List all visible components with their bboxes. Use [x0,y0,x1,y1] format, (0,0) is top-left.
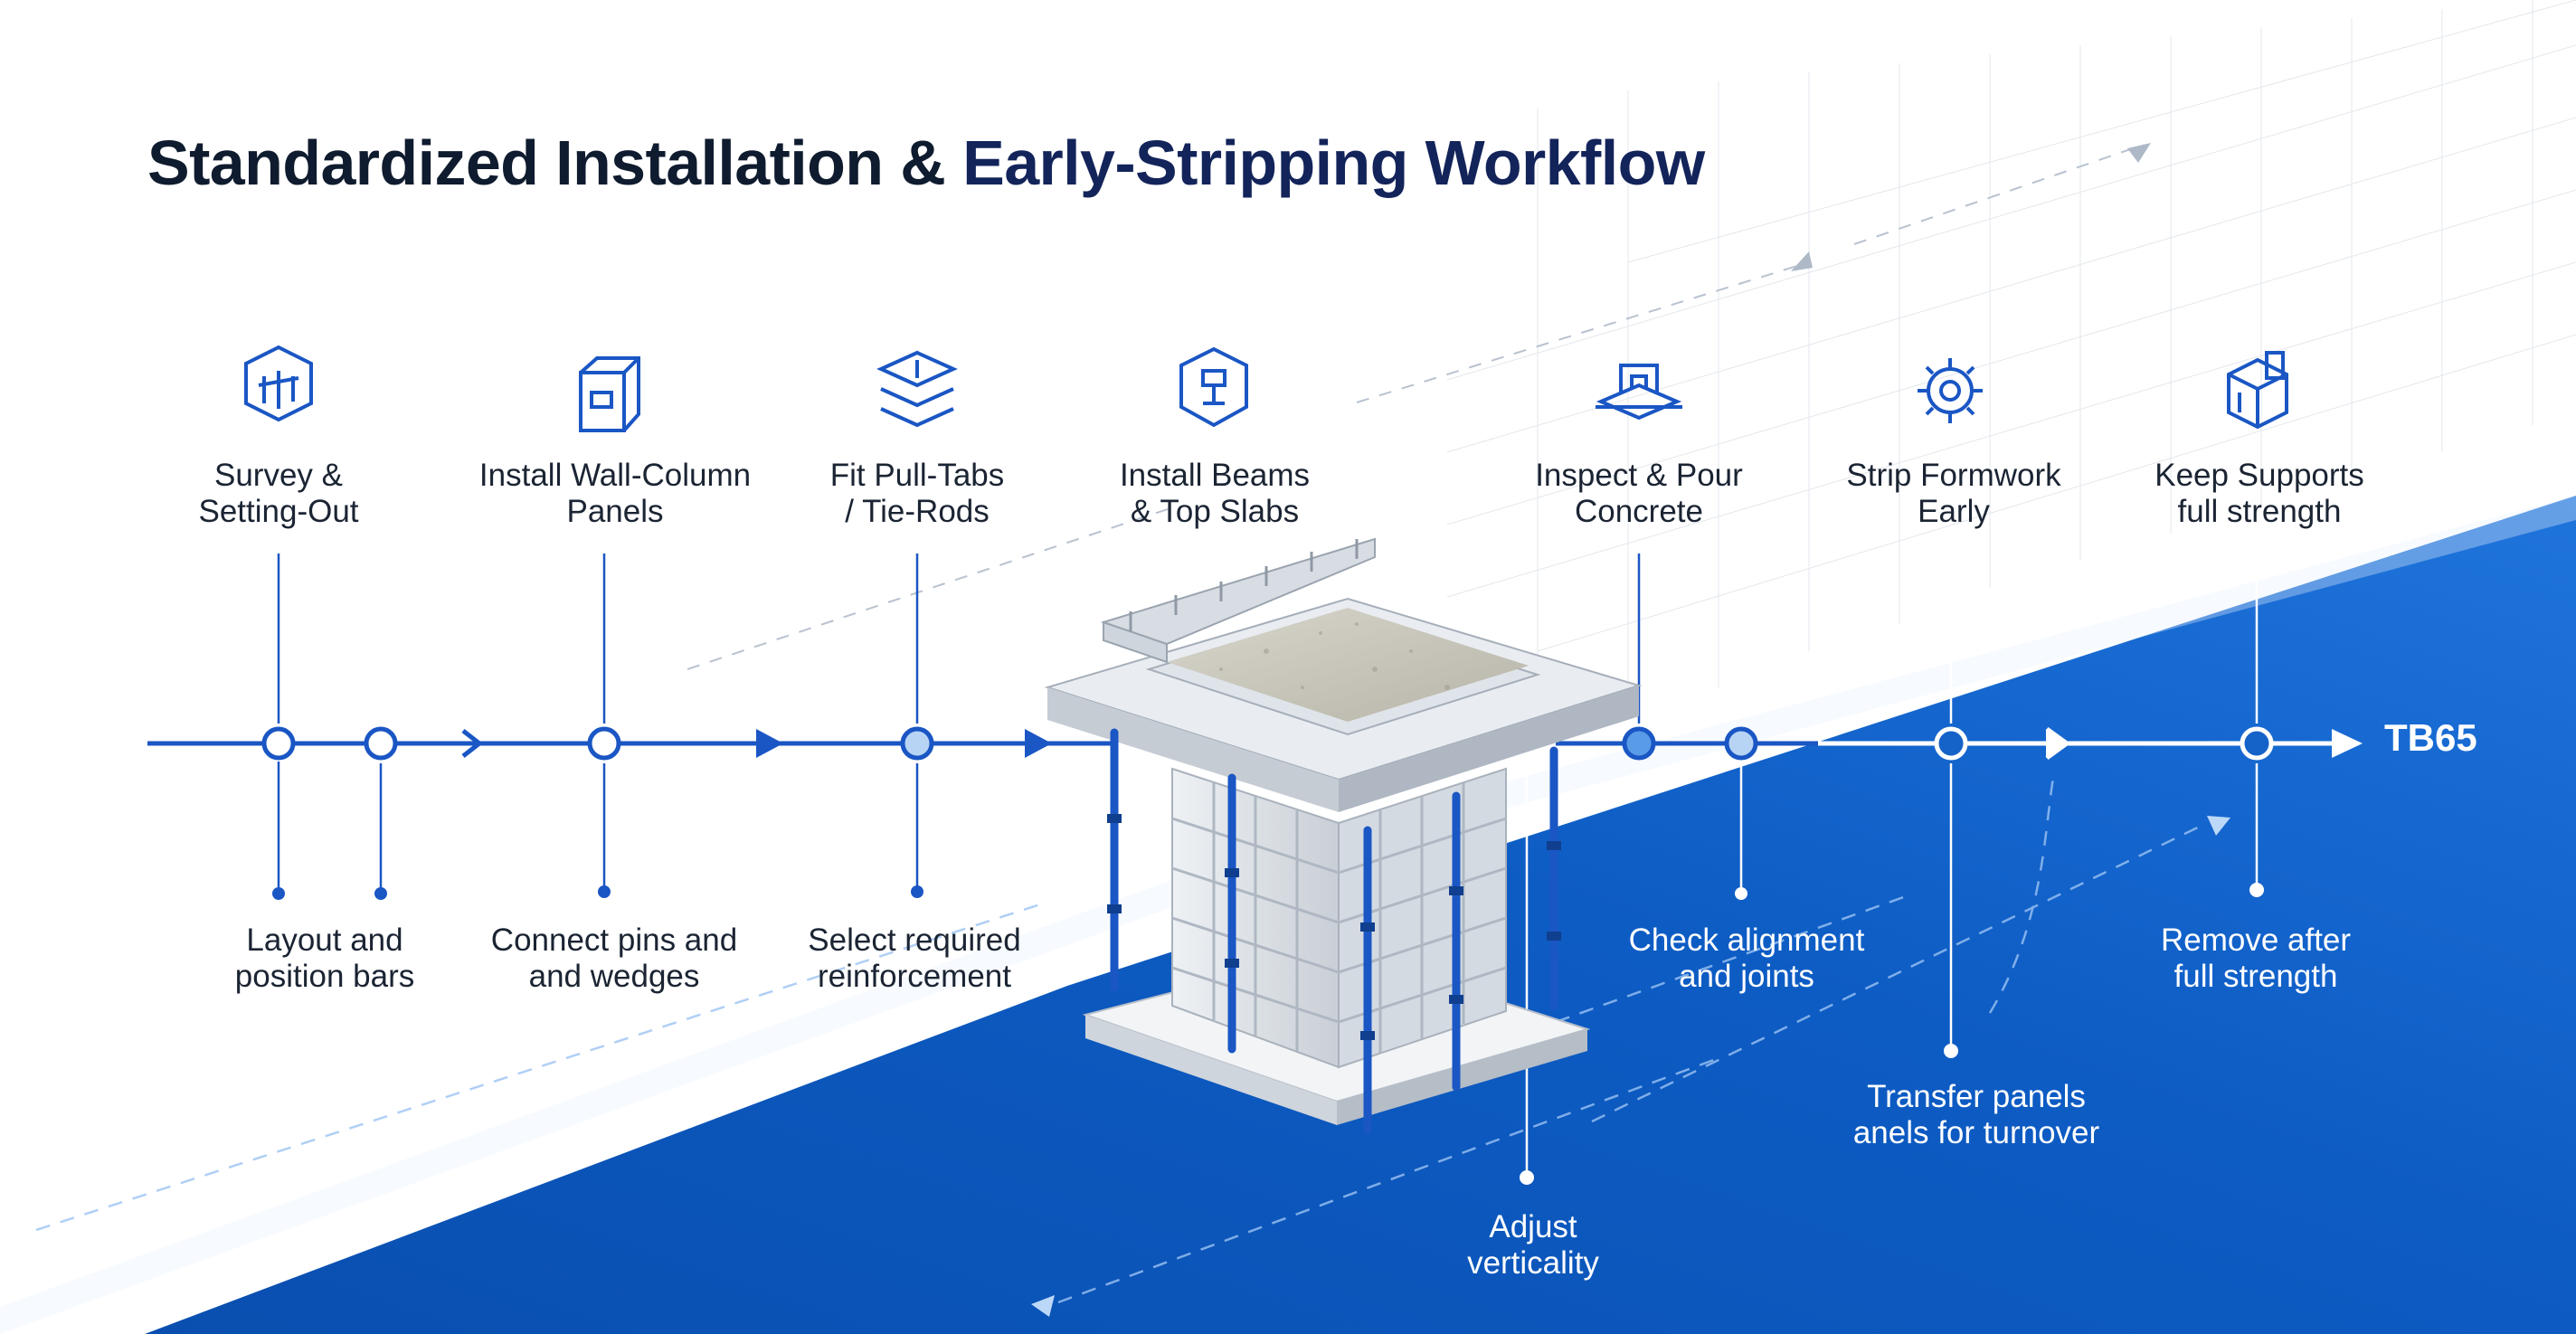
page-title: Standardized Installation & Early-Stripp… [147,127,1705,199]
layers-icon [876,350,958,428]
step-label-pull-tabs: Fit Pull-Tabs/ Tie-Rods [829,458,1005,529]
grid-pattern [1446,0,2576,724]
band-arrow-1 [2207,816,2230,836]
title-part-1: Standardized Installation & [147,128,963,198]
title-part-2: Early-Stripping Workflow [962,128,1705,198]
blue-band-edge [0,496,2576,1334]
formwork-illustration [1044,537,1643,1135]
guide-lines-top [687,144,2145,670]
connectors [277,553,2259,1176]
gear-icon [1918,358,1983,423]
timeline-end-label: TB65 [2384,716,2477,759]
step-label-beams: Install Beams& Top Slabs [1119,458,1311,529]
survey-icon [244,345,313,422]
guide-arrow-1 [1791,251,1813,271]
beam-icon [1179,346,1248,428]
support-icon [2227,351,2288,430]
step-label-survey: Survey &Setting-Out [198,458,359,529]
panel-icon [579,356,640,432]
timeline-nodes [261,726,2274,761]
guide-lines-band [35,777,2208,1304]
band-arrow-2 [1031,1295,1055,1317]
connector-dots [272,883,2264,1185]
guide-arrow-2 [2127,143,2151,163]
pour-icon [1596,364,1682,421]
